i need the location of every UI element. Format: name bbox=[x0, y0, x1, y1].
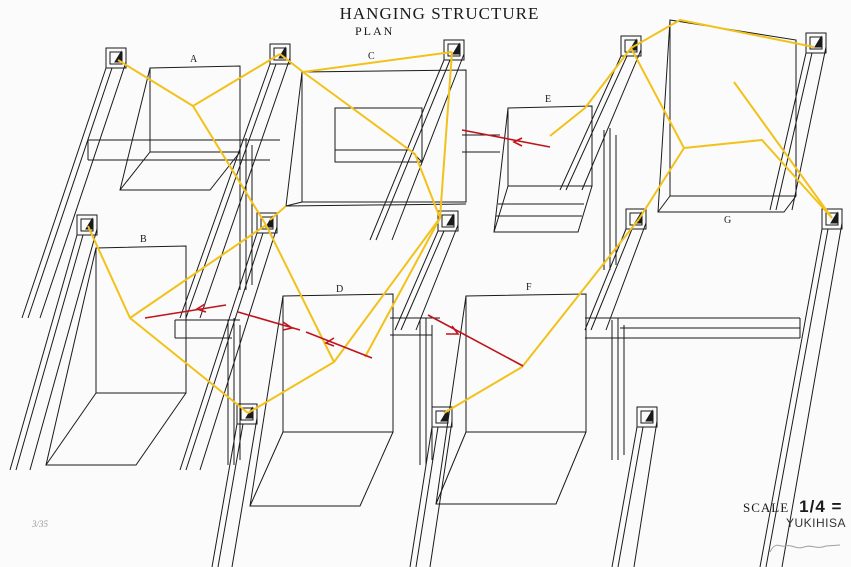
suspension-cords bbox=[87, 19, 833, 414]
post-top bbox=[625, 208, 647, 230]
box-g bbox=[657, 19, 797, 213]
scale-note: SCALE 1/4 = bbox=[743, 497, 842, 517]
label-a: A bbox=[190, 54, 198, 65]
drawing-title: HANGING STRUCTURE bbox=[339, 4, 540, 23]
post-top bbox=[76, 214, 98, 236]
edition-number: 3/35 bbox=[32, 519, 49, 529]
post-top bbox=[620, 35, 642, 57]
label-d: D bbox=[336, 284, 344, 295]
post-top bbox=[105, 47, 127, 69]
scale-label: SCALE bbox=[743, 500, 790, 515]
post-top bbox=[805, 32, 827, 54]
tension-arrows bbox=[144, 129, 551, 367]
post-top bbox=[636, 406, 658, 428]
label-f: F bbox=[526, 282, 532, 293]
post-top bbox=[443, 39, 465, 61]
post-top bbox=[431, 406, 453, 428]
scale-value: 1/4 = bbox=[799, 497, 843, 516]
post-top bbox=[821, 208, 843, 230]
label-c: C bbox=[368, 51, 375, 62]
post-top bbox=[437, 210, 459, 232]
box-b bbox=[45, 245, 187, 466]
label-b: B bbox=[140, 234, 147, 245]
box-a bbox=[119, 65, 241, 191]
box-f bbox=[435, 293, 587, 505]
box-c bbox=[285, 69, 467, 207]
author-name: YUKIHISA bbox=[786, 516, 847, 530]
label-g: G bbox=[724, 215, 732, 226]
drawing-subtitle: PLAN bbox=[355, 24, 395, 38]
post-top bbox=[269, 43, 291, 65]
box-e bbox=[493, 105, 593, 233]
label-e: E bbox=[545, 94, 552, 105]
artist-signature bbox=[769, 544, 841, 553]
